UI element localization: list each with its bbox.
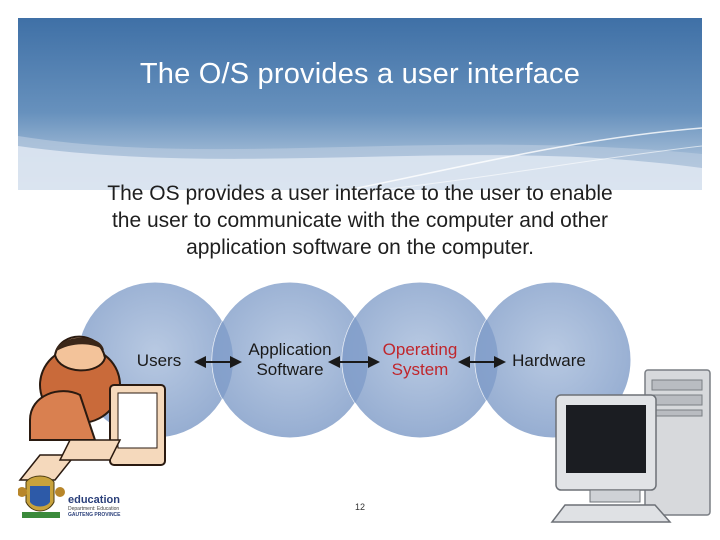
header-decoration: [18, 127, 702, 190]
header-band: The O/S provides a user interface: [18, 18, 702, 190]
logo-text: education Department: Education GAUTENG …: [68, 494, 121, 518]
gauteng-coat-of-arms-logo: [18, 475, 65, 518]
computer-icon: [550, 369, 711, 523]
logo-name: education: [68, 494, 120, 506]
body-line-1: The OS provides a user interface to the …: [107, 182, 613, 205]
page-number: 12: [354, 502, 365, 512]
body-line-3: application software on the computer.: [186, 236, 534, 259]
slide-title: The O/S provides a user interface: [139, 58, 581, 90]
user-at-computer-icon: [18, 335, 166, 481]
label-users: Users: [136, 351, 182, 370]
label-operating-system: Operating System: [382, 340, 458, 379]
body-text: The OS provides a user interface to the …: [60, 180, 660, 261]
logo-province: GAUTENG PROVINCE: [68, 512, 121, 518]
body-line-2: the user to communicate with the compute…: [111, 209, 609, 232]
label-application-software: Application Software: [248, 340, 332, 379]
label-hardware: Hardware: [512, 351, 586, 370]
logo-department: Department: Education: [68, 506, 120, 512]
